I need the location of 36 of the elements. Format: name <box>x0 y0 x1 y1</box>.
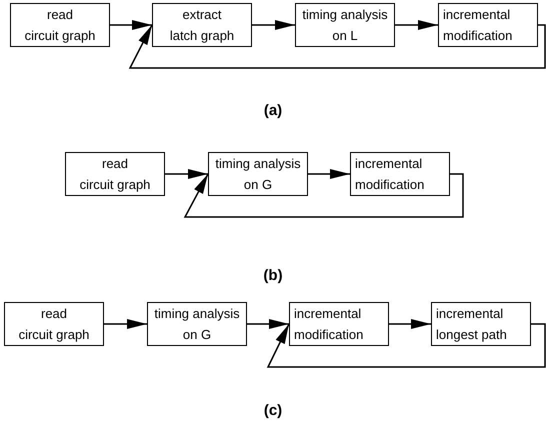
box-label: incremental modification <box>443 6 514 45</box>
arrow <box>247 319 289 329</box>
box-label: extract latch graph <box>168 6 236 45</box>
box-label: timing analysis on L <box>301 6 389 45</box>
panel-label: (a) <box>264 101 282 121</box>
box-label: incremental modification <box>294 305 364 344</box>
process-box <box>147 302 247 346</box>
process-box <box>295 3 395 47</box>
arrow <box>165 169 208 179</box>
box-label: read circuit graph <box>18 305 90 344</box>
box-label: read circuit graph <box>78 155 152 194</box>
box-label: read circuit graph <box>24 6 96 45</box>
process-box <box>289 302 389 346</box>
process-box <box>438 3 538 47</box>
process-box <box>4 302 104 346</box>
panel-label: (c) <box>264 401 282 421</box>
arrow <box>110 20 152 30</box>
process-box <box>208 152 308 196</box>
process-box <box>10 3 110 47</box>
arrow <box>104 319 147 329</box>
arrow <box>266 323 546 368</box>
arrow <box>389 319 431 329</box>
arrow <box>308 169 350 179</box>
process-box <box>65 152 165 196</box>
box-label: incremental modification <box>355 155 426 194</box>
arrow <box>395 20 438 30</box>
arrow <box>128 24 546 69</box>
process-box <box>350 152 450 196</box>
arrow <box>184 173 464 218</box>
process-box <box>152 3 252 47</box>
box-label: incremental longest path <box>436 305 508 344</box>
box-label: timing analysis on G <box>214 155 302 194</box>
process-box <box>431 302 531 346</box>
arrow <box>252 20 295 30</box>
box-label: timing analysis on G <box>153 305 241 344</box>
panel-label: (b) <box>263 266 283 286</box>
